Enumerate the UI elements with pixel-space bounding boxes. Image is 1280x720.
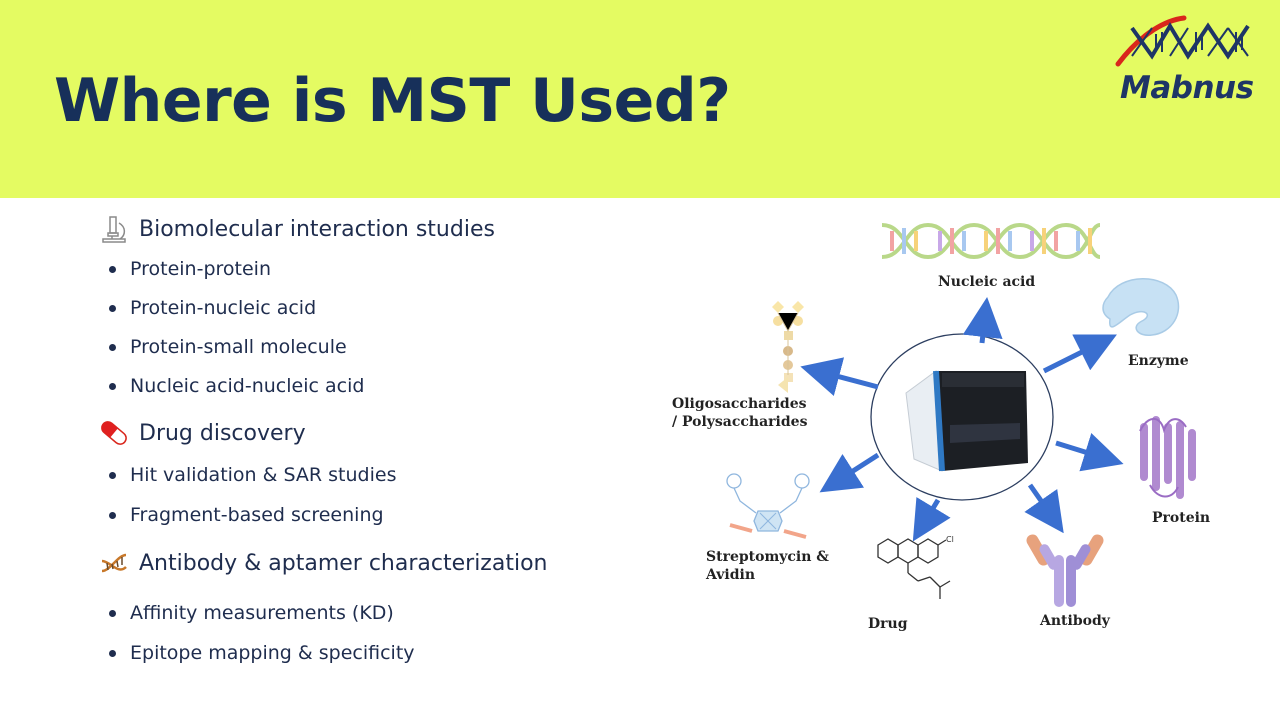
list-item-label: Protein-small molecule [130, 336, 347, 358]
list-item-label: Affinity measurements (KD) [130, 602, 394, 624]
section-biomolecular: Biomolecular interaction studies [98, 213, 495, 245]
section-label: Biomolecular interaction studies [139, 216, 495, 242]
enzyme-icon [1102, 278, 1180, 336]
bullet [109, 471, 116, 479]
label-nucleic-acid: Nucleic acid [938, 274, 1036, 290]
bullet [109, 609, 116, 617]
logo-text: Mabnus [1120, 70, 1254, 106]
label-line: Oligosaccharides [672, 396, 807, 412]
section-label: Antibody & aptamer characterization [139, 550, 548, 576]
list-item: Protein-small molecule [109, 336, 347, 358]
list-item-label: Hit validation & SAR studies [130, 464, 397, 486]
list-item: Hit validation & SAR studies [109, 464, 396, 486]
connector-arrows [800, 297, 1124, 542]
list-item: Epitope mapping & specificity [109, 642, 415, 664]
list-item-label: Protein-protein [130, 258, 271, 280]
list-item-label: Protein-nucleic acid [130, 297, 317, 319]
label-drug: Drug [868, 616, 908, 632]
list-item: Affinity measurements (KD) [109, 602, 394, 624]
label-line: Avidin [706, 567, 756, 583]
label-streptomycin-avidin: Streptomycin & Avidin [706, 548, 829, 584]
antibody-icon [1026, 534, 1104, 607]
protein-icon [1139, 416, 1196, 499]
list-item: Fragment-based screening [109, 504, 384, 526]
pill-icon [98, 417, 130, 449]
bullet [109, 343, 116, 351]
section-drug-discovery: Drug discovery [98, 417, 306, 449]
list-item-label: Epitope mapping & specificity [130, 642, 415, 664]
header-banner [0, 0, 1280, 198]
dna-icon [98, 547, 130, 579]
label-oligosaccharides: Oligosaccharides / Polysaccharides [672, 395, 807, 431]
bullet [109, 649, 116, 657]
bullet [109, 382, 116, 390]
label-protein: Protein [1152, 510, 1211, 526]
dna-helix-icon [881, 222, 1101, 260]
list-item: Nucleic acid-nucleic acid [109, 375, 364, 397]
list-item-label: Nucleic acid-nucleic acid [130, 375, 365, 397]
drug-molecule-icon: Cl [877, 535, 954, 599]
bullet [109, 304, 116, 312]
label-antibody: Antibody [1040, 613, 1110, 629]
diagram-graphics: Cl [726, 222, 1196, 607]
section-label: Drug discovery [139, 420, 306, 446]
label-line: / Polysaccharides [672, 414, 808, 430]
label-line: Streptomycin & [706, 549, 829, 565]
svg-text:Cl: Cl [946, 535, 954, 544]
mst-instrument-icon [905, 370, 1028, 472]
microscope-icon [98, 213, 130, 245]
dna-logo-icon [1115, 15, 1250, 67]
page-title: Where is MST Used? [54, 66, 731, 136]
streptomycin-avidin-icon [726, 473, 810, 539]
list-item: Protein-nucleic acid [109, 297, 316, 319]
bullet [109, 265, 116, 273]
list-item: Protein-protein [109, 258, 271, 280]
label-enzyme: Enzyme [1128, 353, 1189, 369]
oligosaccharide-icon [772, 301, 804, 393]
section-antibody: Antibody & aptamer characterization [98, 547, 547, 579]
mst-applications-diagram: Cl [660, 215, 1260, 655]
list-item-label: Fragment-based screening [130, 504, 384, 526]
mabnus-logo: Mabnus [1112, 12, 1262, 106]
bullet [109, 511, 116, 519]
